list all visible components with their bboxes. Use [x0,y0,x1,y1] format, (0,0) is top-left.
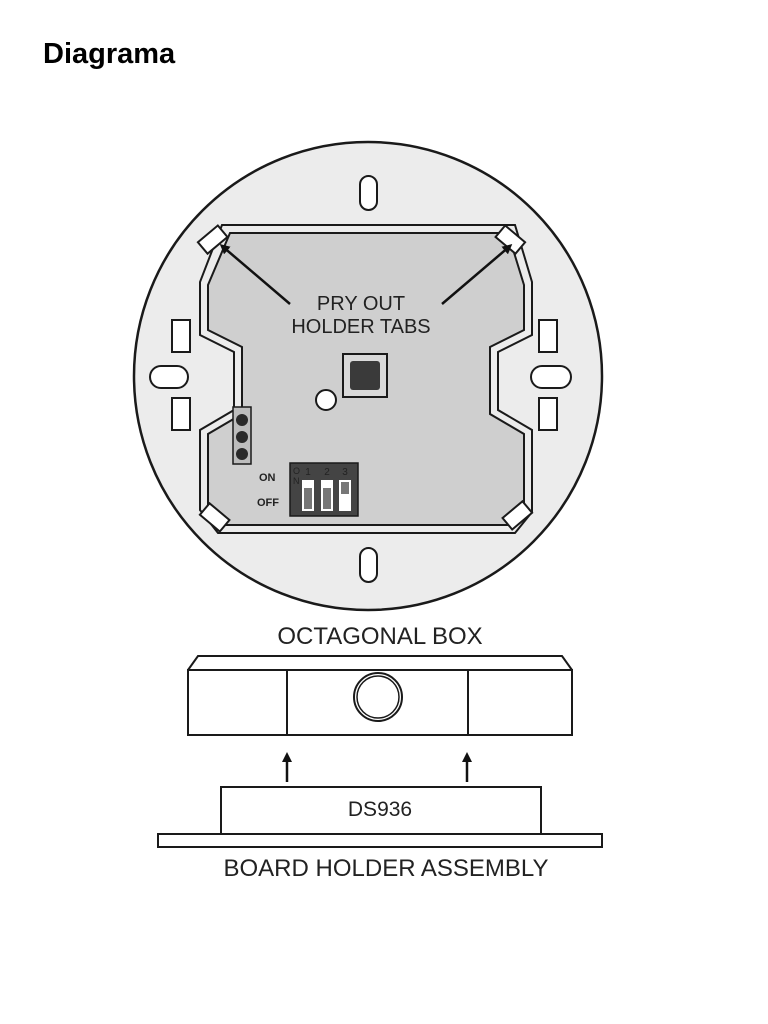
dip-number-3: 3 [342,467,348,478]
slot-top [359,175,378,211]
tab-left-lower [171,397,191,431]
device-label: DS936 [348,798,412,821]
terminal-pin [236,431,248,443]
holder-outline [199,224,533,534]
tamper-button-cap [350,361,380,390]
top-view: PRY OUT HOLDER TABS ON OFF O N 1 2 3 [132,140,604,612]
dip-on-label: ON [259,472,276,484]
terminal-pin [236,448,248,460]
tab-right-lower [538,397,558,431]
callout-arrow-left [219,244,291,305]
dip-number-2: 2 [324,467,330,478]
dip-o-char: O [293,466,300,476]
knockout-hole-inner [356,675,400,719]
dip-n-char: N [293,476,300,486]
pry-tab-top-left [196,224,229,256]
dip-off-label: OFF [257,497,279,509]
led-hole [315,389,337,411]
slot-right [530,365,572,389]
octagonal-box-label: OCTAGONAL BOX [277,623,482,650]
octagonal-box-lip [187,655,573,671]
dip-number-1: 1 [305,467,311,478]
callout-arrow-right [441,244,513,305]
page-title: Diagrama [43,38,176,70]
knockout-hole [353,672,403,722]
pry-tab-bottom-left [198,501,231,533]
slot-bottom [359,547,378,583]
dip-knob-2 [323,488,331,509]
side-view: OCTAGONAL BOX DS936 BOARD HOLDER ASSEMBL… [157,623,603,882]
board-holder-assembly-label: BOARD HOLDER ASSEMBLY [224,855,549,882]
callout-label-line2: HOLDER TABS [291,316,430,338]
board-holder-plate [157,833,603,848]
dip-knob-3 [341,482,349,494]
slot-left [149,365,189,389]
tab-left-upper [171,319,191,353]
pry-tab-bottom-right [501,499,534,531]
terminal-pin [236,414,248,426]
tab-right-upper [538,319,558,353]
callout-label-line1: PRY OUT [317,293,405,315]
dip-switch: ON OFF O N 1 2 3 [257,462,359,517]
dip-knob-1 [304,488,312,509]
